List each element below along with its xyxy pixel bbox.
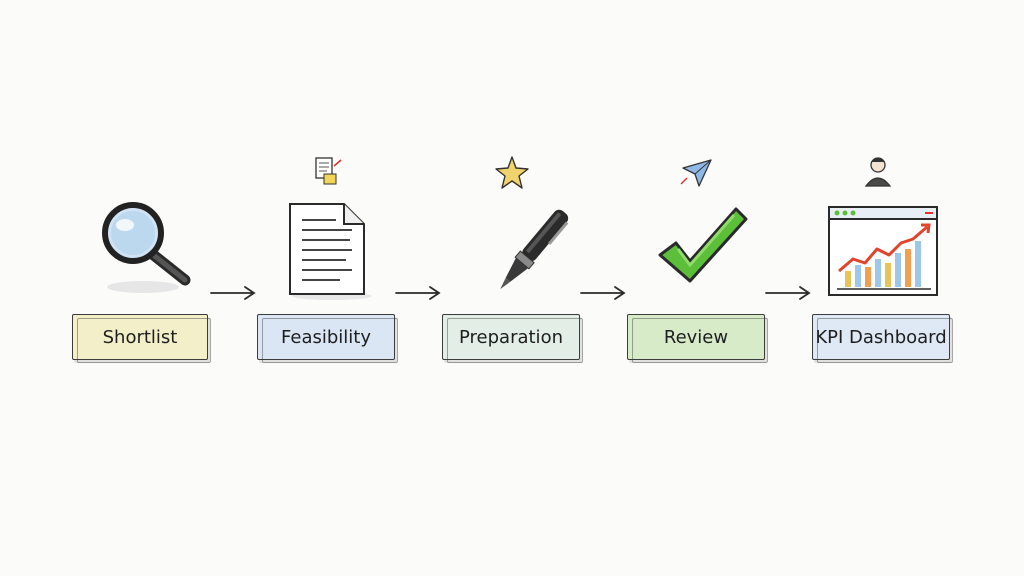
arrow-right-icon (764, 284, 814, 306)
checkmark-icon (654, 195, 764, 305)
step-label-kpi-dashboard: KPI Dashboard (812, 314, 953, 363)
paper-plane-icon (677, 152, 717, 192)
arrow-right-icon (209, 284, 259, 306)
step-label-text: Preparation (459, 326, 563, 348)
step-label-text: KPI Dashboard (815, 326, 947, 348)
document-icon (280, 196, 390, 306)
step-label-shortlist: Shortlist (72, 314, 211, 363)
pen-icon (478, 195, 588, 305)
magnifying-glass-icon (93, 195, 203, 305)
person-icon (858, 152, 898, 192)
step-label-review: Review (627, 314, 768, 363)
step-label-feasibility: Feasibility (257, 314, 398, 363)
step-label-preparation: Preparation (442, 314, 583, 363)
step-label-text: Shortlist (102, 326, 178, 348)
step-label-text: Feasibility (281, 326, 371, 348)
arrow-right-icon (579, 284, 629, 306)
star-icon (492, 153, 532, 193)
dashboard-chart-icon (827, 205, 939, 297)
document-notes-icon (308, 152, 348, 192)
arrow-right-icon (394, 284, 444, 306)
step-label-text: Review (663, 326, 729, 348)
